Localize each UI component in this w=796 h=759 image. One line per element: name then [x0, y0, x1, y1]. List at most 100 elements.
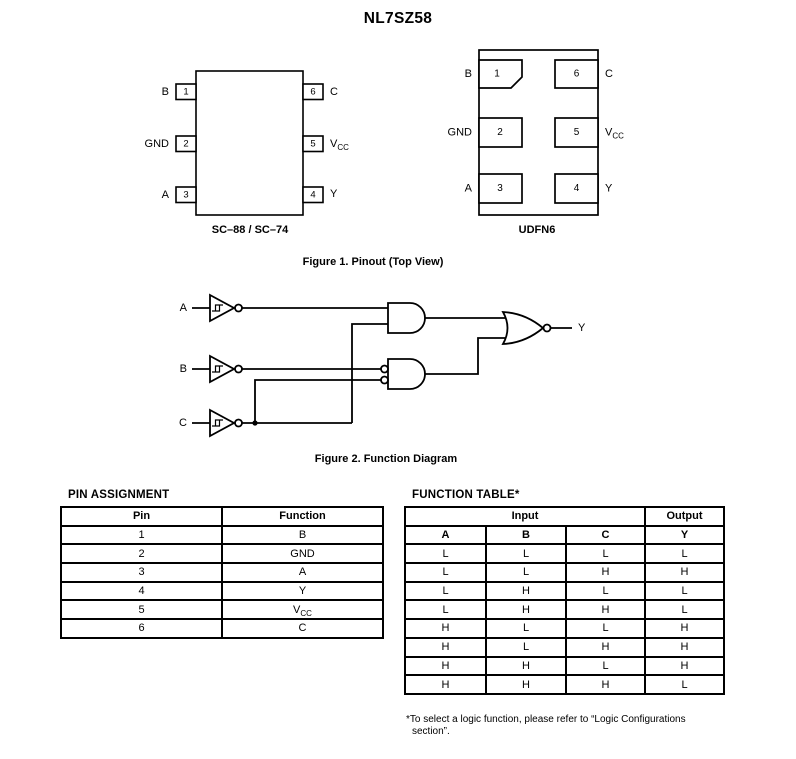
signal-wires	[192, 307, 572, 424]
table-cell: 2	[60, 543, 223, 565]
table-cell: L	[485, 636, 567, 658]
figure1-caption: Figure 1. Pinout (Top View)	[302, 256, 444, 268]
udfn6-pin6-number: 6	[574, 69, 580, 80]
sc88-label-gnd: GND	[145, 138, 170, 150]
table-cell: H	[485, 655, 567, 677]
udfn6-label-y: Y	[605, 183, 613, 195]
figure1-pinout-graphic: 1 2 3 6 5 4 B GND A C VCC Y 1 2	[145, 49, 625, 216]
table-cell: L	[404, 599, 487, 621]
function-table-footnote: *To select a logic function, please refe…	[406, 714, 736, 737]
table-cell: Y	[221, 580, 384, 602]
pin-column-header: Pin	[60, 506, 223, 527]
sc88-label-c: C	[330, 86, 338, 98]
inverter-c-bubble	[234, 418, 243, 428]
sc88-pin6-box	[302, 83, 324, 101]
page-title: NL7SZ58	[363, 10, 433, 27]
junction-dot	[252, 420, 258, 426]
table-cell: GND	[221, 543, 384, 565]
table-cell: L	[404, 543, 487, 565]
sc88-pin-numbers: 1 2 3 6 5 4	[183, 87, 315, 201]
output-group-header: Output	[644, 506, 726, 527]
sc88-pin1-number: 1	[183, 87, 188, 98]
table-cell: H	[644, 618, 726, 639]
table-cell: H	[564, 562, 647, 583]
sc88-pin3-number: 3	[183, 190, 188, 201]
function-column-header: Function	[221, 506, 384, 527]
udfn6-label-vcc: VCC	[605, 127, 624, 141]
table-cell: L	[404, 562, 487, 583]
table-cell: L	[644, 599, 726, 621]
table-cell: H	[644, 636, 726, 658]
col-header-c: C	[564, 524, 647, 546]
udfn6-label-c: C	[605, 68, 613, 80]
table-cell: L	[404, 580, 487, 602]
table-cell: H	[564, 674, 647, 695]
table-cell: L	[644, 674, 726, 695]
figure2-caption: Figure 2. Function Diagram	[314, 453, 458, 465]
table-cell: L	[485, 562, 567, 583]
table-cell: L	[644, 580, 726, 602]
udfn6-package	[478, 49, 599, 216]
table-cell: 6	[60, 618, 223, 639]
udfn6-pad5	[554, 117, 599, 148]
sc88-label-a: A	[162, 189, 170, 201]
figure2-function-diagram: A B C Y	[179, 293, 586, 438]
hysteresis-symbol-b	[212, 365, 223, 373]
hysteresis-symbol-a	[212, 304, 223, 312]
table-cell: H	[644, 655, 726, 677]
table-cell: H	[485, 580, 567, 602]
and-gate-top	[387, 302, 426, 334]
table-cell: C	[221, 618, 384, 639]
input-group-header: Input	[403, 506, 647, 527]
table-cell: L	[564, 543, 647, 565]
inverter-a	[209, 293, 236, 323]
sc88-pin4-box	[302, 186, 324, 204]
and-gate-bottom	[387, 358, 426, 390]
table-cell: H	[485, 674, 567, 695]
diagram-label-c: C	[179, 417, 187, 429]
table-cell: L	[564, 618, 647, 639]
table-cell: L	[644, 543, 726, 565]
udfn6-label-gnd: GND	[448, 127, 473, 139]
table-cell: 4	[60, 580, 223, 602]
table-cell: B	[221, 524, 384, 546]
table-cell: L	[564, 655, 647, 677]
udfn6-pin3-number: 3	[497, 183, 503, 194]
logic-gates	[380, 302, 552, 390]
inverter-b-bubble	[234, 364, 243, 374]
table-cell: H	[564, 599, 647, 621]
table-cell: 5	[60, 599, 223, 621]
table-cell: A	[221, 562, 384, 583]
table-cell: 3	[60, 562, 223, 583]
udfn6-pin-labels: B GND A C VCC Y	[448, 68, 625, 195]
nor-gate	[501, 311, 545, 345]
sc88-pin5-box	[302, 135, 324, 153]
col-header-b: B	[485, 524, 567, 546]
sc88-package-label: SC–88 / SC–74	[211, 224, 289, 236]
nand-input-bubble-2	[380, 375, 389, 385]
schmitt-inverters	[209, 293, 243, 438]
table-cell: H	[485, 599, 567, 621]
col-header-y: Y	[644, 524, 726, 546]
udfn6-label-a: A	[465, 183, 473, 195]
udfn6-pad4	[554, 173, 599, 204]
udfn6-pad3	[478, 173, 523, 204]
function-table-heading: FUNCTION TABLE*	[412, 489, 520, 501]
pin-assignment-heading: PIN ASSIGNMENT	[68, 489, 170, 501]
sc88-pin1-box	[175, 83, 197, 101]
sc88-pin6-number: 6	[310, 87, 315, 98]
table-cell: VCC	[221, 599, 384, 621]
